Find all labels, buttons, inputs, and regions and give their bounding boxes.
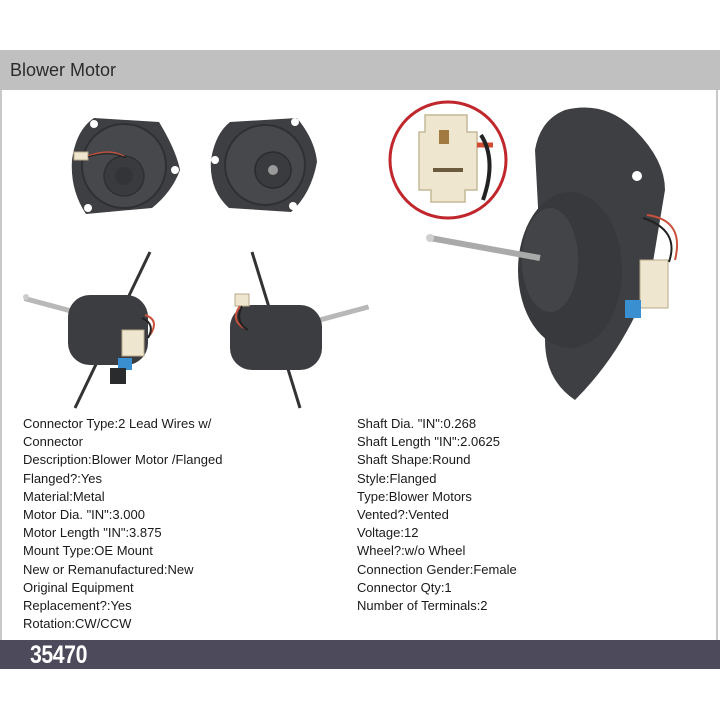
spec-line: Vented?:Vented [357, 507, 449, 523]
footer-bar: 35470 [0, 640, 720, 669]
spec-line: Style:Flanged [357, 470, 437, 486]
motor-front-view-image [210, 118, 317, 212]
motor-side-view-left-image [23, 251, 155, 409]
spec-line: Rotation:CW/CCW [23, 616, 132, 632]
spec-line: Shaft Dia. "IN":0.268 [357, 416, 477, 431]
spec-line: Flanged?:Yes [23, 470, 103, 486]
spec-line: Connector Type:2 Lead Wires w/ [23, 416, 212, 431]
spec-line: Motor Dia. "IN":3.000 [23, 507, 145, 523]
spec-line: Connector Qty:1 [357, 579, 452, 595]
spec-line: Voltage:12 [357, 525, 419, 541]
motor-rear-view-image [71, 118, 180, 214]
spec-line: Connector [23, 434, 83, 450]
spec-line: Replacement?:Yes [23, 598, 132, 614]
specs-right-column: Shaft Dia. "IN":0.268 Shaft Length "IN":… [357, 415, 517, 615]
spec-line: Connection Gender:Female [357, 561, 517, 577]
content-frame [0, 90, 718, 640]
specs-left-column: Connector Type:2 Lead Wires w/ Connector… [23, 415, 222, 633]
spec-line: New or Remanufactured:New [23, 561, 194, 577]
spec-line: Wheel?:w/o Wheel [357, 543, 466, 559]
spec-line: Description:Blower Motor /Flanged [23, 452, 223, 468]
spec-line: Type:Blower Motors [357, 488, 472, 504]
motor-main-view-image [388, 100, 679, 400]
spec-line: Material:Metal [23, 488, 105, 504]
motor-side-view-right-image [230, 251, 370, 409]
part-number: 35470 [30, 641, 87, 669]
page-title: Blower Motor [10, 60, 117, 80]
spec-line: Motor Length "IN":3.875 [23, 525, 162, 541]
header-bar: Blower Motor [0, 50, 720, 90]
spec-line: Shaft Length "IN":2.0625 [357, 434, 500, 450]
spec-line: Shaft Shape:Round [357, 452, 471, 468]
spec-line: Original Equipment [23, 579, 134, 595]
spec-line: Mount Type:OE Mount [23, 543, 153, 559]
spec-line: Number of Terminals:2 [357, 598, 488, 614]
